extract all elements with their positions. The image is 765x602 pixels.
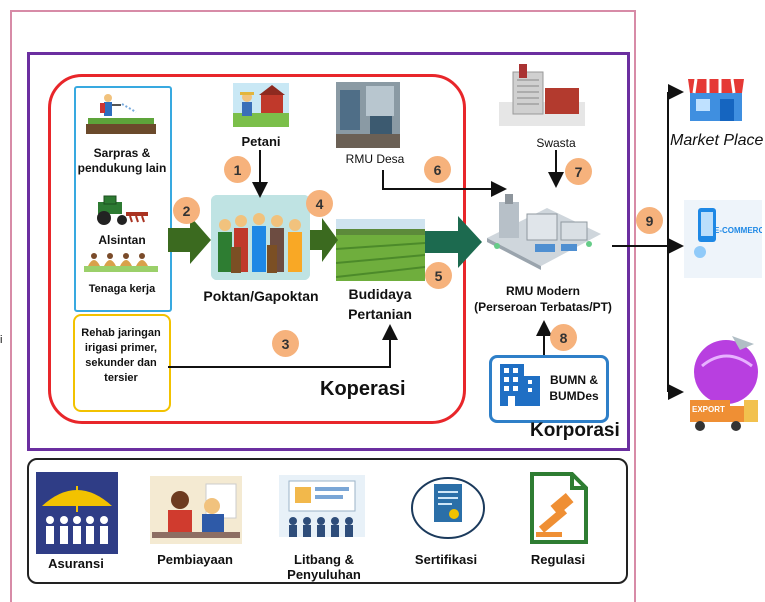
poktan-illustration — [211, 195, 310, 280]
asuransi-icon — [36, 472, 118, 554]
korporasi-label: Korporasi — [530, 420, 620, 441]
badge-7: 7 — [565, 158, 592, 185]
swasta-label: Swasta — [536, 136, 576, 150]
workers-illustration — [84, 250, 158, 272]
korporasi-box — [27, 52, 630, 451]
litbang-label: Litbang & Penyuluhan — [287, 552, 361, 582]
badge-1: 1 — [224, 156, 251, 183]
poktan-label: Poktan/Gapoktan — [203, 288, 319, 304]
rmu-desa-label: RMU Desa — [345, 152, 405, 166]
big-arrow-poktan-budidaya — [310, 218, 338, 262]
support-box — [27, 458, 628, 584]
rmu-modern-label: RMU Modern (Perseroan Terbatas/PT) — [474, 284, 612, 314]
budidaya-photo — [336, 219, 425, 281]
tenaga-kerja-label: Tenaga kerja — [88, 283, 156, 295]
badge-6: 6 — [424, 156, 451, 183]
sarpras-label: Sarpras & pendukung lain — [77, 146, 167, 175]
rehab-box — [73, 314, 171, 412]
connectors — [168, 84, 684, 400]
badge-2: 2 — [173, 197, 200, 224]
pembiayaan-icon — [150, 476, 242, 544]
koperasi-label: Koperasi — [320, 378, 406, 400]
left-edge-text: i — [0, 334, 3, 346]
store-icon — [686, 75, 746, 123]
export-text: EXPORT — [692, 405, 725, 414]
sertifikasi-icon — [408, 468, 488, 548]
sertifikasi-label: Sertifikasi — [414, 552, 478, 567]
petani-label: Petani — [241, 134, 281, 149]
sarpras-illustration — [86, 90, 156, 134]
inputs-box — [74, 86, 172, 312]
swasta-illustration — [499, 62, 585, 126]
petani-illustration — [233, 83, 289, 127]
bumn-building-icon — [498, 362, 542, 408]
badge-3: 3 — [272, 330, 299, 357]
export-illustration: EXPORT — [682, 330, 764, 434]
outer-frame — [10, 10, 636, 602]
budidaya-label: Budidaya Pertanian — [348, 286, 412, 322]
pembiayaan-label: Pembiayaan — [157, 552, 233, 567]
asuransi-label: Asuransi — [48, 556, 104, 571]
big-arrow-budidaya-rmu — [425, 216, 482, 268]
arrow-rehab-budidaya — [168, 324, 398, 368]
bumn-label: BUMN & BUMDes — [549, 373, 599, 403]
rmu-desa-photo — [336, 82, 400, 148]
rehab-label: Rehab jaringan irigasi primer, sekunder … — [81, 327, 161, 384]
big-arrow-inputs-poktan — [168, 216, 211, 264]
badge-8: 8 — [550, 324, 577, 351]
alsintan-label: Alsintan — [98, 233, 146, 247]
litbang-icon — [279, 475, 365, 537]
market-place-label: Market Place — [670, 132, 764, 149]
regulasi-label: Regulasi — [530, 552, 586, 567]
rmu-modern-illustration — [477, 188, 607, 270]
badge-9: 9 — [636, 207, 663, 234]
badge-5: 5 — [425, 262, 452, 289]
regulasi-icon — [518, 470, 596, 546]
badge-4: 4 — [306, 190, 333, 217]
tractor-illustration — [90, 194, 152, 226]
arrow-rmudesa-rmumodern — [382, 170, 507, 197]
bumn-box — [489, 355, 609, 423]
